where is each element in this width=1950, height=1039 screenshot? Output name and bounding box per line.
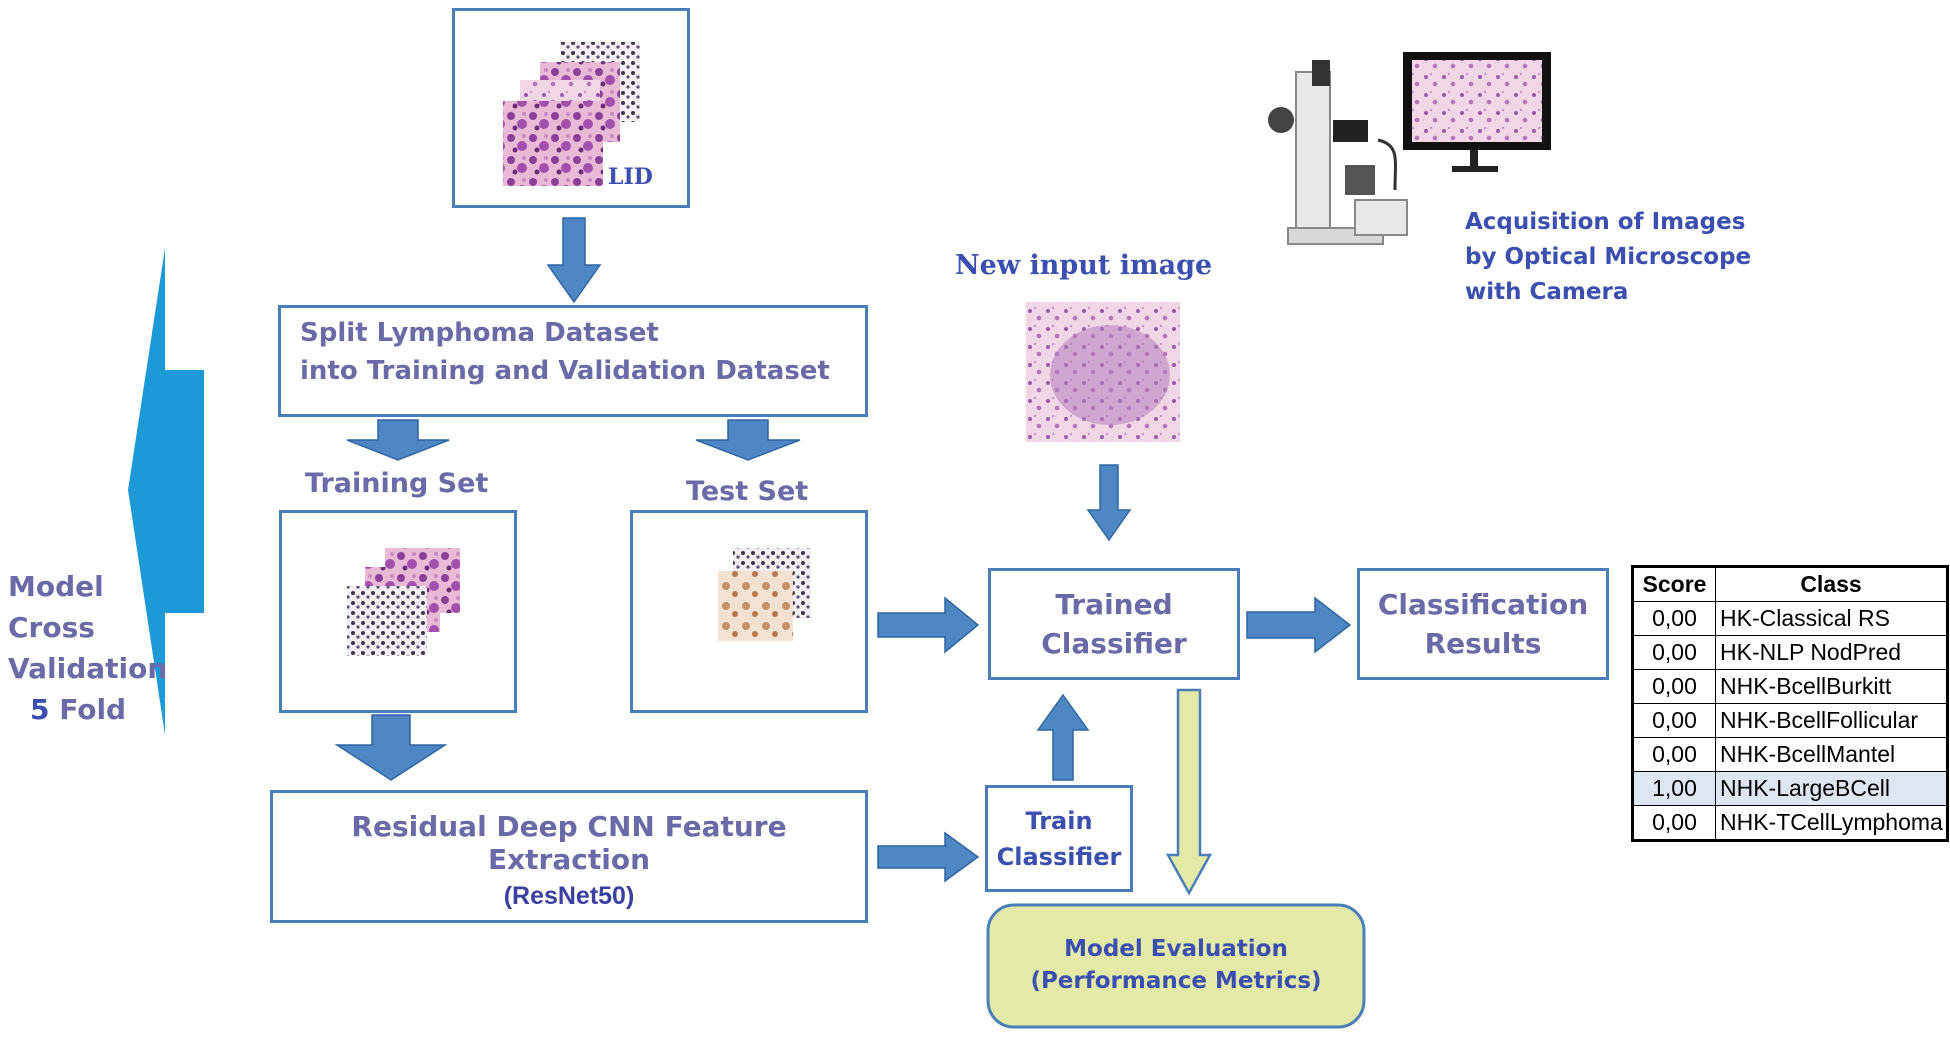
row-class: NHK-LargeBCell (1715, 771, 1948, 806)
lid-label: LID (608, 164, 653, 190)
split-line1: Split Lymphoma Dataset (300, 318, 659, 348)
arrow-down-test (695, 419, 801, 461)
model-evaluation-shape (986, 903, 1366, 1029)
train-classifier-line1: Train (1025, 806, 1093, 835)
row-class: NHK-BcellFollicular (1715, 703, 1948, 738)
classification-results-line2: Results (1424, 627, 1542, 660)
new-input-image (1026, 302, 1180, 442)
cv-fold-number: 5 (30, 693, 50, 726)
train-classifier-line2: Classifier (996, 842, 1122, 871)
new-input-label: New input image (955, 250, 1213, 281)
table-row: 0,00 NHK-BcellMantel (1632, 737, 1948, 772)
table-row-highlighted: 1,00 NHK-LargeBCell (1632, 771, 1948, 806)
table-row: 0,00 NHK-TCellLymphoma (1632, 805, 1948, 841)
arrow-down-lid (546, 217, 602, 304)
arrow-right-test-to-classifier (877, 596, 980, 654)
cv-line1: Model (8, 570, 104, 603)
arrow-down-evaluation (1165, 688, 1213, 896)
model-evaluation-line1: Model Evaluation (1064, 936, 1288, 962)
trained-classifier-line1: Trained (1055, 588, 1173, 621)
training-set-label: Training Set (305, 468, 489, 499)
cv-line3: Validation (8, 652, 168, 685)
classification-results-line1: Classification (1377, 588, 1589, 621)
table-row: 0,00 HK-NLP NodPred (1632, 635, 1948, 670)
arrow-right-feature-to-train (877, 831, 980, 883)
model-evaluation-line2: (Performance Metrics) (1030, 968, 1322, 994)
row-score: 0,00 (1632, 805, 1716, 841)
cv-line2: Cross (8, 611, 95, 644)
test-set-box (630, 510, 868, 713)
train-classifier-box: Train Classifier (985, 785, 1133, 892)
arrow-down-training (346, 419, 450, 461)
results-table: Score Class 0,00 HK-Classical RS 0,00 HK… (1631, 565, 1949, 842)
microscope-illustration (1268, 60, 1408, 245)
row-class: NHK-BcellMantel (1715, 737, 1948, 772)
row-class: HK-NLP NodPred (1715, 635, 1948, 670)
arrow-down-feature-extraction (334, 714, 448, 781)
row-class: NHK-TCellLymphoma (1715, 805, 1948, 841)
cross-validation-triangle (128, 248, 204, 735)
feature-extraction-title: Residual Deep CNN Feature Extraction (351, 810, 787, 876)
acquisition-label: Acquisition of Images by Optical Microsc… (1465, 205, 1751, 310)
arrow-down-new-input (1086, 464, 1132, 542)
row-class: HK-Classical RS (1715, 601, 1948, 636)
acquisition-line2: by Optical Microscope (1465, 244, 1752, 270)
row-score: 0,00 (1632, 601, 1716, 636)
test-image-stack (718, 548, 811, 641)
arrow-right-classifier-to-results (1246, 596, 1352, 654)
cv-fold-word: Fold (59, 693, 127, 726)
acquisition-line3: with Camera (1465, 279, 1629, 305)
training-image-stack (347, 548, 460, 656)
lid-image-stack (503, 42, 640, 186)
header-class: Class (1715, 566, 1948, 602)
row-score: 1,00 (1632, 771, 1716, 806)
row-score: 0,00 (1632, 737, 1716, 772)
row-score: 0,00 (1632, 669, 1716, 704)
camera-monitor (1403, 52, 1551, 172)
cross-validation-label: Model Cross Validation 5 Fold (8, 566, 167, 730)
header-score: Score (1632, 566, 1716, 602)
trained-classifier-line2: Classifier (1041, 627, 1187, 660)
training-set-box (279, 510, 517, 713)
acquisition-line1: Acquisition of Images (1465, 209, 1746, 235)
results-table-header: Score Class (1632, 566, 1948, 602)
row-score: 0,00 (1632, 635, 1716, 670)
table-row: 0,00 HK-Classical RS (1632, 601, 1948, 636)
classification-results-box: Classification Results (1357, 568, 1609, 680)
split-line2: into Training and Validation Dataset (300, 356, 830, 386)
table-row: 0,00 NHK-BcellFollicular (1632, 703, 1948, 738)
feature-extraction-box: Residual Deep CNN Feature Extraction (Re… (270, 790, 868, 923)
split-dataset-box (278, 305, 868, 417)
test-set-label: Test Set (686, 476, 809, 507)
trained-classifier-box: Trained Classifier (988, 568, 1240, 680)
table-row: 0,00 NHK-BcellBurkitt (1632, 669, 1948, 704)
row-score: 0,00 (1632, 703, 1716, 738)
feature-extraction-model: (ResNet50) (503, 882, 635, 910)
lid-dataset-box (452, 8, 690, 208)
model-evaluation-label: Model Evaluation (Performance Metrics) (988, 915, 1364, 1015)
row-class: NHK-BcellBurkitt (1715, 669, 1948, 704)
arrow-up-train-to-trained (1036, 693, 1090, 781)
